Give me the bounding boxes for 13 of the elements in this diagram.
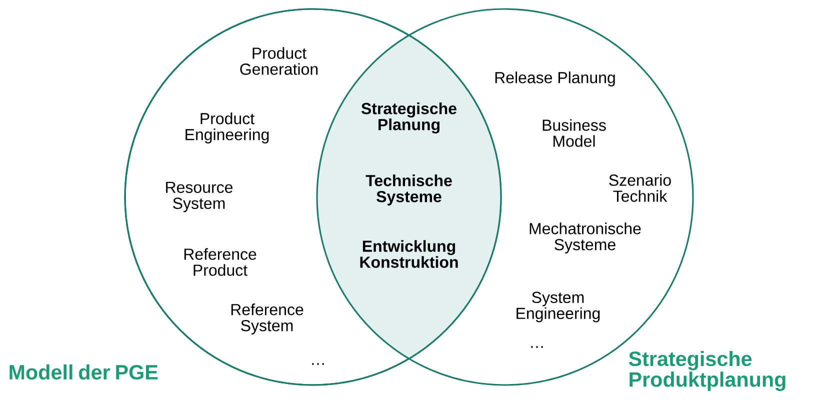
circle-heading: Modell der PGE — [10, 364, 158, 380]
term-label: Szenario Technik — [609, 174, 671, 202]
term-label: Release Planung — [495, 72, 615, 86]
term-label: Reference Product — [184, 248, 256, 276]
term-label: Resource System — [166, 182, 232, 212]
term-label: … — [531, 346, 543, 348]
term-label: Business Model — [542, 119, 606, 147]
term-label: Reference System — [231, 304, 304, 334]
term-label: Product Engineering — [186, 112, 269, 144]
term-label: System Engineering — [516, 292, 600, 322]
term-label: Product Generation — [240, 47, 318, 75]
circle-heading: Strategische Produktplanung — [628, 350, 786, 391]
term-label: Mechatronische Systeme — [530, 222, 641, 254]
